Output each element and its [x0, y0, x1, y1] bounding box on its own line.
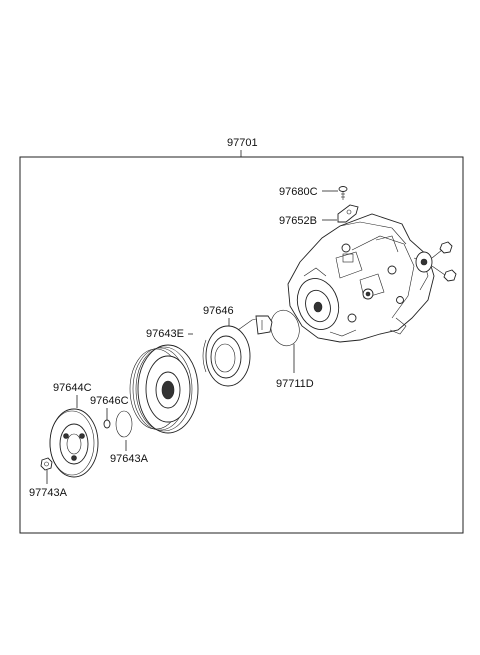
- label-97643e: 97643E: [146, 328, 184, 340]
- pulley-97643e: [129, 344, 199, 434]
- label-97646: 97646: [203, 305, 234, 317]
- assembly-frame: [19, 156, 464, 534]
- snap-ring-97711d: [270, 309, 300, 347]
- label-97652b: 97652B: [279, 215, 317, 227]
- assembly-label: 97701: [227, 137, 258, 149]
- shim-97646c: [103, 419, 111, 429]
- rear-fitting: [415, 241, 457, 282]
- label-97743a: 97743A: [29, 487, 68, 499]
- field-coil-97646: [202, 315, 273, 387]
- label-97680c: 97680C: [279, 186, 318, 198]
- compressor-body: [287, 213, 435, 343]
- label-97643a: 97643A: [110, 453, 149, 465]
- label-97711d: 97711D: [276, 378, 314, 390]
- clutch-hub-97644c: [49, 408, 99, 478]
- bolt-97680c: [338, 186, 348, 200]
- nut-97743a: [40, 457, 53, 471]
- label-97646c: 97646C: [90, 395, 129, 407]
- snap-ring-97643a: [115, 410, 133, 438]
- bracket-97652b: [337, 204, 359, 223]
- label-97644c: 97644C: [53, 382, 92, 394]
